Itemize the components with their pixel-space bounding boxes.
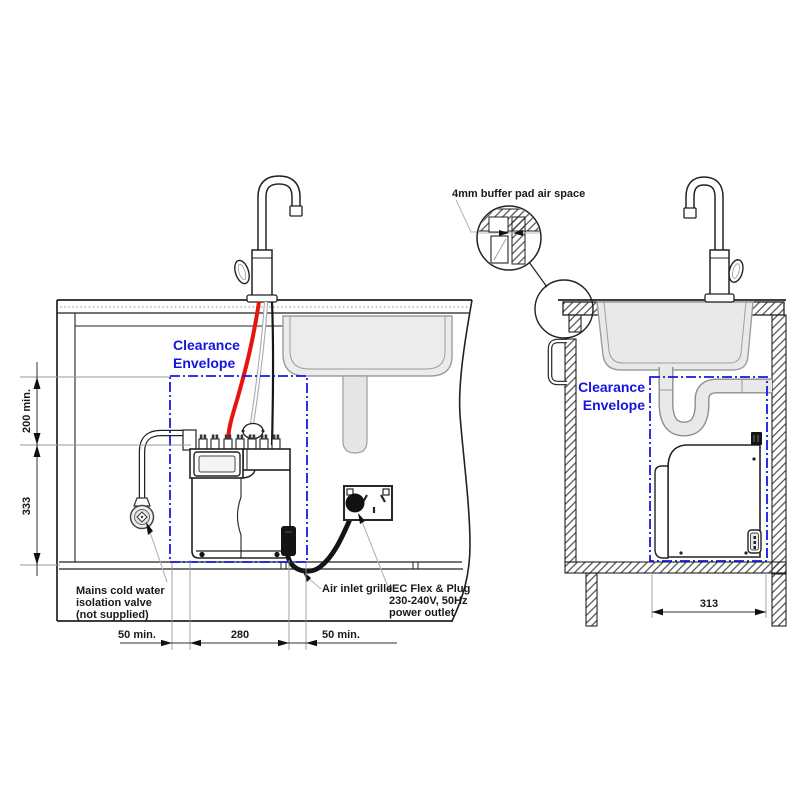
power-label-2: 230-240V, 50Hz [389, 595, 468, 607]
air-inlet-label: Air inlet grille [322, 583, 392, 595]
cabinet-leg [585, 572, 598, 627]
unit-display [198, 455, 236, 473]
power-label-3: power outlet [389, 607, 455, 619]
unit-foot-bolt [274, 551, 280, 558]
supply-pipe [138, 429, 186, 507]
sink-front [282, 315, 453, 454]
sink-drain-stub [342, 375, 368, 454]
dim-333: 333 [21, 497, 33, 515]
cabinet-front [56, 299, 473, 622]
unit-body-side [667, 444, 761, 558]
valve-label-3: (not supplied) [76, 609, 149, 621]
gooseneck-spout [257, 175, 301, 254]
outlet-screw [382, 488, 390, 496]
power-cord [285, 514, 354, 574]
buffer-pad-section [478, 208, 540, 265]
clearance-envelope-side-label-1: Clearance [578, 379, 645, 395]
faucet-flange [246, 294, 278, 303]
iec-connector [281, 526, 296, 556]
door-handle [547, 338, 567, 386]
cabinet-door-section [564, 338, 577, 563]
faucet-side [683, 176, 744, 303]
dim-313: 313 [700, 598, 718, 610]
grille-fastener [280, 561, 287, 570]
faucet-front [234, 175, 303, 303]
clearance-envelope-side-label-2: Envelope [583, 397, 645, 413]
buffer-pad-locator-circle [534, 279, 594, 339]
dim-200-min: 200 min. [21, 389, 33, 433]
unit-foot-bolt [199, 551, 205, 558]
dim-280: 280 [231, 629, 249, 641]
faucet-body [709, 249, 730, 298]
iec-inlet [747, 529, 762, 554]
sensor-cable [270, 301, 275, 446]
dim-horizontal-front: 50 min. 280 50 min. [118, 560, 397, 650]
cabinet-back-wall [771, 314, 787, 575]
dim-50-right: 50 min. [322, 629, 360, 641]
isolation-valve [129, 497, 155, 530]
detail-connector-line [528, 261, 548, 288]
drain-trap [658, 367, 772, 437]
chiller-unit-front [182, 422, 296, 559]
sink-side [596, 301, 754, 371]
unit-top-fittings [198, 434, 281, 450]
power-plug [345, 493, 365, 513]
grille-fastener [412, 561, 419, 570]
unit-door-seam [236, 478, 242, 558]
faucet-handle [234, 259, 250, 285]
valve-label-2: isolation valve [76, 597, 152, 609]
side-view: Clearance Envelope 313 [547, 176, 787, 627]
unit-inlet-fitting [182, 429, 197, 451]
clearance-envelope-side [649, 376, 768, 562]
faucet-body [251, 249, 273, 298]
spout-nozzle [289, 205, 303, 217]
unit-top-fitting [751, 432, 762, 445]
dim-50-left: 50 min. [118, 629, 156, 641]
dim-vertical-front: 200 min. 333 [20, 362, 191, 576]
buffer-pad-label: 4mm buffer pad air space [452, 188, 585, 200]
cabinet-floor [564, 561, 787, 574]
power-outlet [343, 485, 393, 521]
spout-nozzle [683, 207, 697, 219]
clearance-envelope-front-label-2: Envelope [173, 355, 235, 371]
clearance-envelope-front-label-1: Clearance [173, 337, 240, 353]
chiller-unit-side [654, 432, 762, 559]
detail-callout: 4mm buffer pad air space [452, 188, 594, 339]
break-line [451, 299, 473, 622]
dim-horizontal-side: 313 [651, 572, 767, 618]
valve-label-1: Mains cold water [76, 585, 165, 597]
clearance-envelope-front [169, 375, 308, 563]
hot-water-tube [226, 301, 261, 444]
front-view: Clearance Envelope Mains cold water isol… [20, 175, 473, 650]
counter-edge-strip [568, 314, 582, 333]
leader-lines-front [146, 513, 389, 590]
power-label-1: IEC Flex & Plug [389, 583, 470, 595]
faucet-handle [728, 259, 744, 283]
faucet-flange [704, 293, 735, 303]
unit-front-panel [654, 465, 669, 559]
cabinet-leg [771, 572, 787, 627]
